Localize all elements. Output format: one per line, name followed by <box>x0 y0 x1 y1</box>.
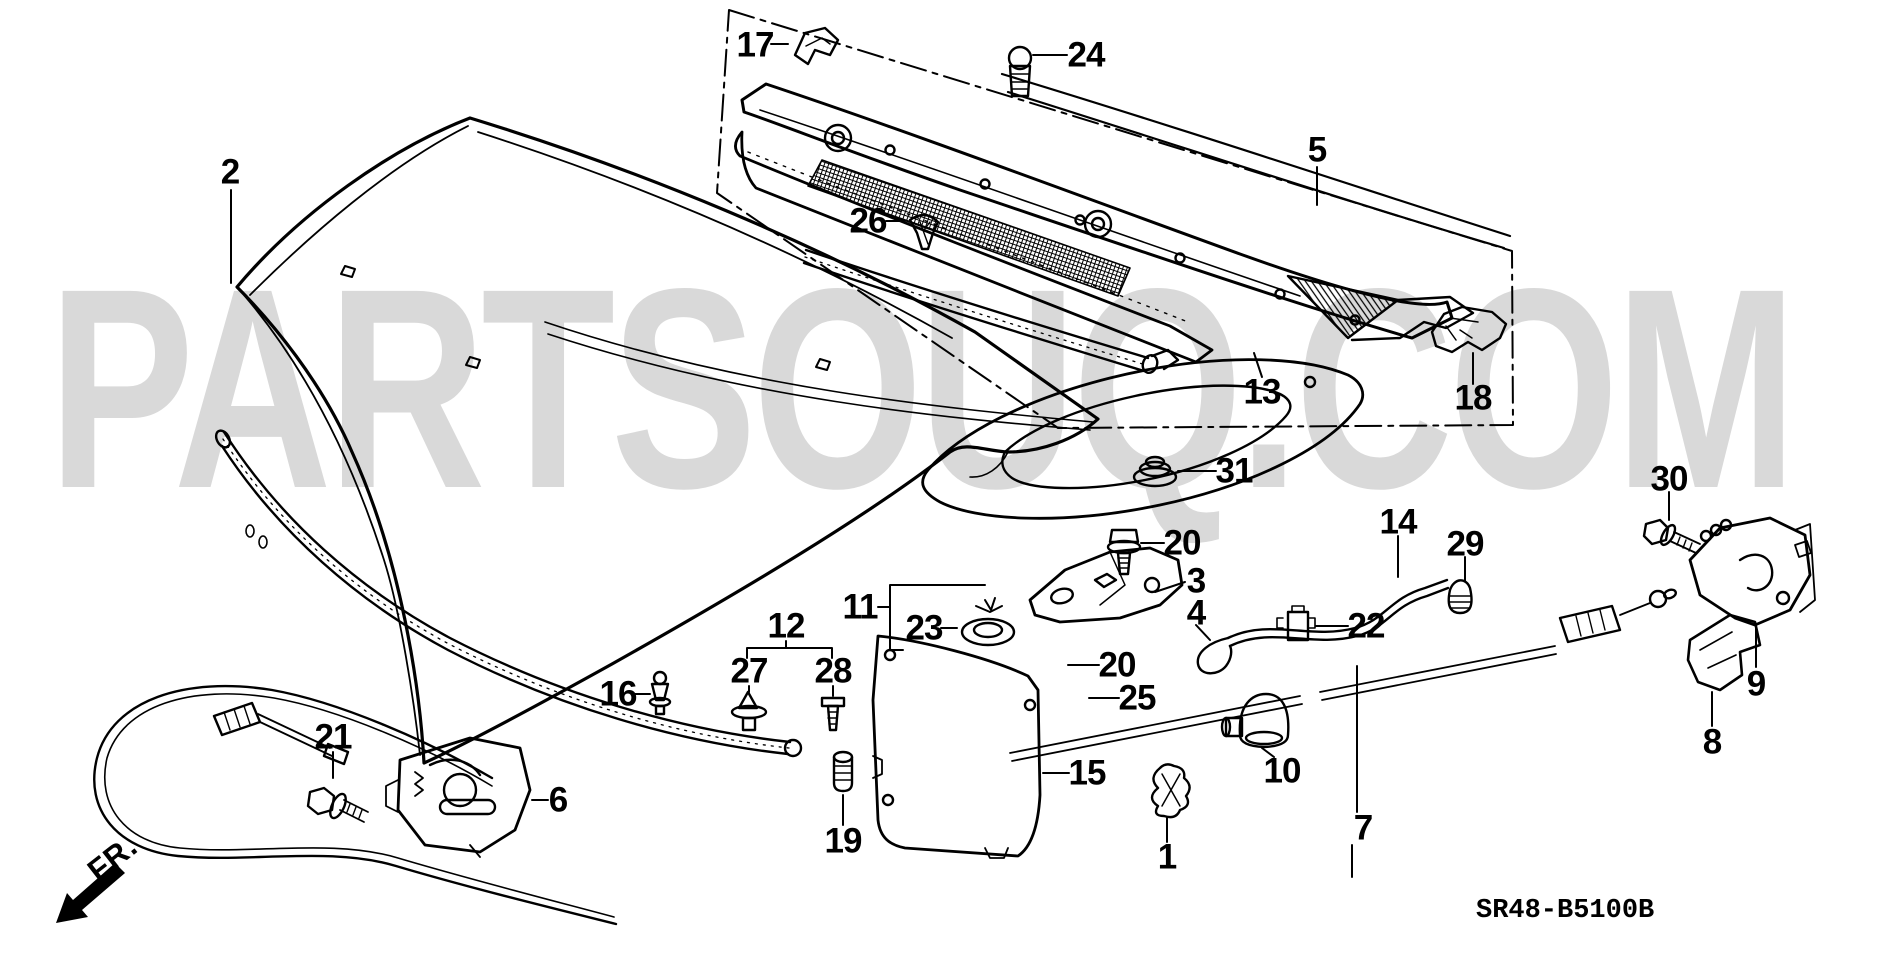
part-label-27[interactable]: 27 <box>730 651 769 691</box>
part-12-weatherstrip <box>214 429 803 758</box>
part-label-7[interactable]: 7 <box>1353 808 1373 848</box>
part-14-stay-rod <box>1196 578 1450 675</box>
part-label-30[interactable]: 30 <box>1650 459 1689 499</box>
part-label-20[interactable]: 20 <box>1163 523 1202 563</box>
part-16-pin <box>648 670 672 716</box>
part-1-clip <box>1150 763 1191 819</box>
part-label-13[interactable]: 13 <box>1243 372 1282 412</box>
part-7-cable-rod <box>1009 588 1678 762</box>
part-30-bolt <box>1642 518 1701 554</box>
diagram-code: SR48-B5100B <box>1476 896 1655 926</box>
fr-arrow <box>56 863 125 923</box>
part-label-24[interactable]: 24 <box>1067 35 1106 75</box>
part-29-grommet <box>1447 579 1473 615</box>
part-label-28[interactable]: 28 <box>814 651 853 691</box>
part-label-17[interactable]: 17 <box>736 25 775 65</box>
cowl-duct-triangle <box>1286 274 1475 342</box>
part-label-26[interactable]: 26 <box>849 201 888 241</box>
part-24-washer-nozzle <box>1007 45 1033 98</box>
part-label-11[interactable]: 11 <box>842 587 879 627</box>
part-label-12[interactable]: 12 <box>767 606 806 646</box>
part-label-21[interactable]: 21 <box>314 717 353 757</box>
part-31-grommet <box>1132 455 1178 488</box>
part-label-22[interactable]: 22 <box>1347 606 1386 646</box>
part-label-14[interactable]: 14 <box>1379 502 1418 542</box>
part-label-19[interactable]: 19 <box>824 821 863 861</box>
cowl-lower-garnish-bar <box>734 130 1214 364</box>
part-15-insulator <box>871 634 1042 859</box>
part-19-plug <box>832 750 854 793</box>
part-label-4[interactable]: 4 <box>1186 593 1206 633</box>
part-23-clip <box>960 597 1016 647</box>
part-9-latch <box>1688 516 1816 627</box>
part-label-15[interactable]: 15 <box>1068 753 1107 793</box>
part-label-3[interactable]: 3 <box>1186 561 1206 601</box>
part-21-opener-cable <box>93 684 618 926</box>
part-18-cowl-side-cover <box>1430 305 1508 354</box>
part-label-10[interactable]: 10 <box>1263 751 1302 791</box>
part-label-2[interactable]: 2 <box>220 152 240 192</box>
part-3-hinge-bracket <box>1028 546 1184 624</box>
part-27-clip <box>730 690 768 732</box>
part-label-29[interactable]: 29 <box>1446 524 1485 564</box>
part-label-8[interactable]: 8 <box>1702 722 1722 762</box>
part-label-20[interactable]: 20 <box>1098 645 1137 685</box>
leader-lines <box>230 43 1757 878</box>
part-22-rod-clip <box>1276 605 1316 642</box>
part-17-bracket <box>793 26 840 66</box>
part-20-bolt-upper <box>1106 528 1142 576</box>
part-8-bracket <box>1686 613 1762 692</box>
part-label-18[interactable]: 18 <box>1454 378 1493 418</box>
part-label-1[interactable]: 1 <box>1157 837 1177 877</box>
part-11-rear-garnish <box>921 358 1365 520</box>
part-label-6[interactable]: 6 <box>548 780 568 820</box>
part-label-31[interactable]: 31 <box>1215 451 1254 491</box>
part-label-25[interactable]: 25 <box>1118 678 1157 718</box>
part-label-23[interactable]: 23 <box>905 608 944 648</box>
part-label-16[interactable]: 16 <box>599 674 638 714</box>
part-28-clip <box>820 696 846 732</box>
part-6-hood-lock <box>385 736 532 858</box>
part-26-clip <box>908 213 940 251</box>
part-21-bolt <box>306 786 369 823</box>
part-label-5[interactable]: 5 <box>1307 130 1327 170</box>
part-2-hood-panel <box>235 116 1100 765</box>
windshield-edge-lines <box>1000 72 1512 250</box>
part-4-rod-hook <box>1196 636 1233 675</box>
part-label-9[interactable]: 9 <box>1746 664 1766 704</box>
part-10-grommet <box>1220 692 1290 749</box>
